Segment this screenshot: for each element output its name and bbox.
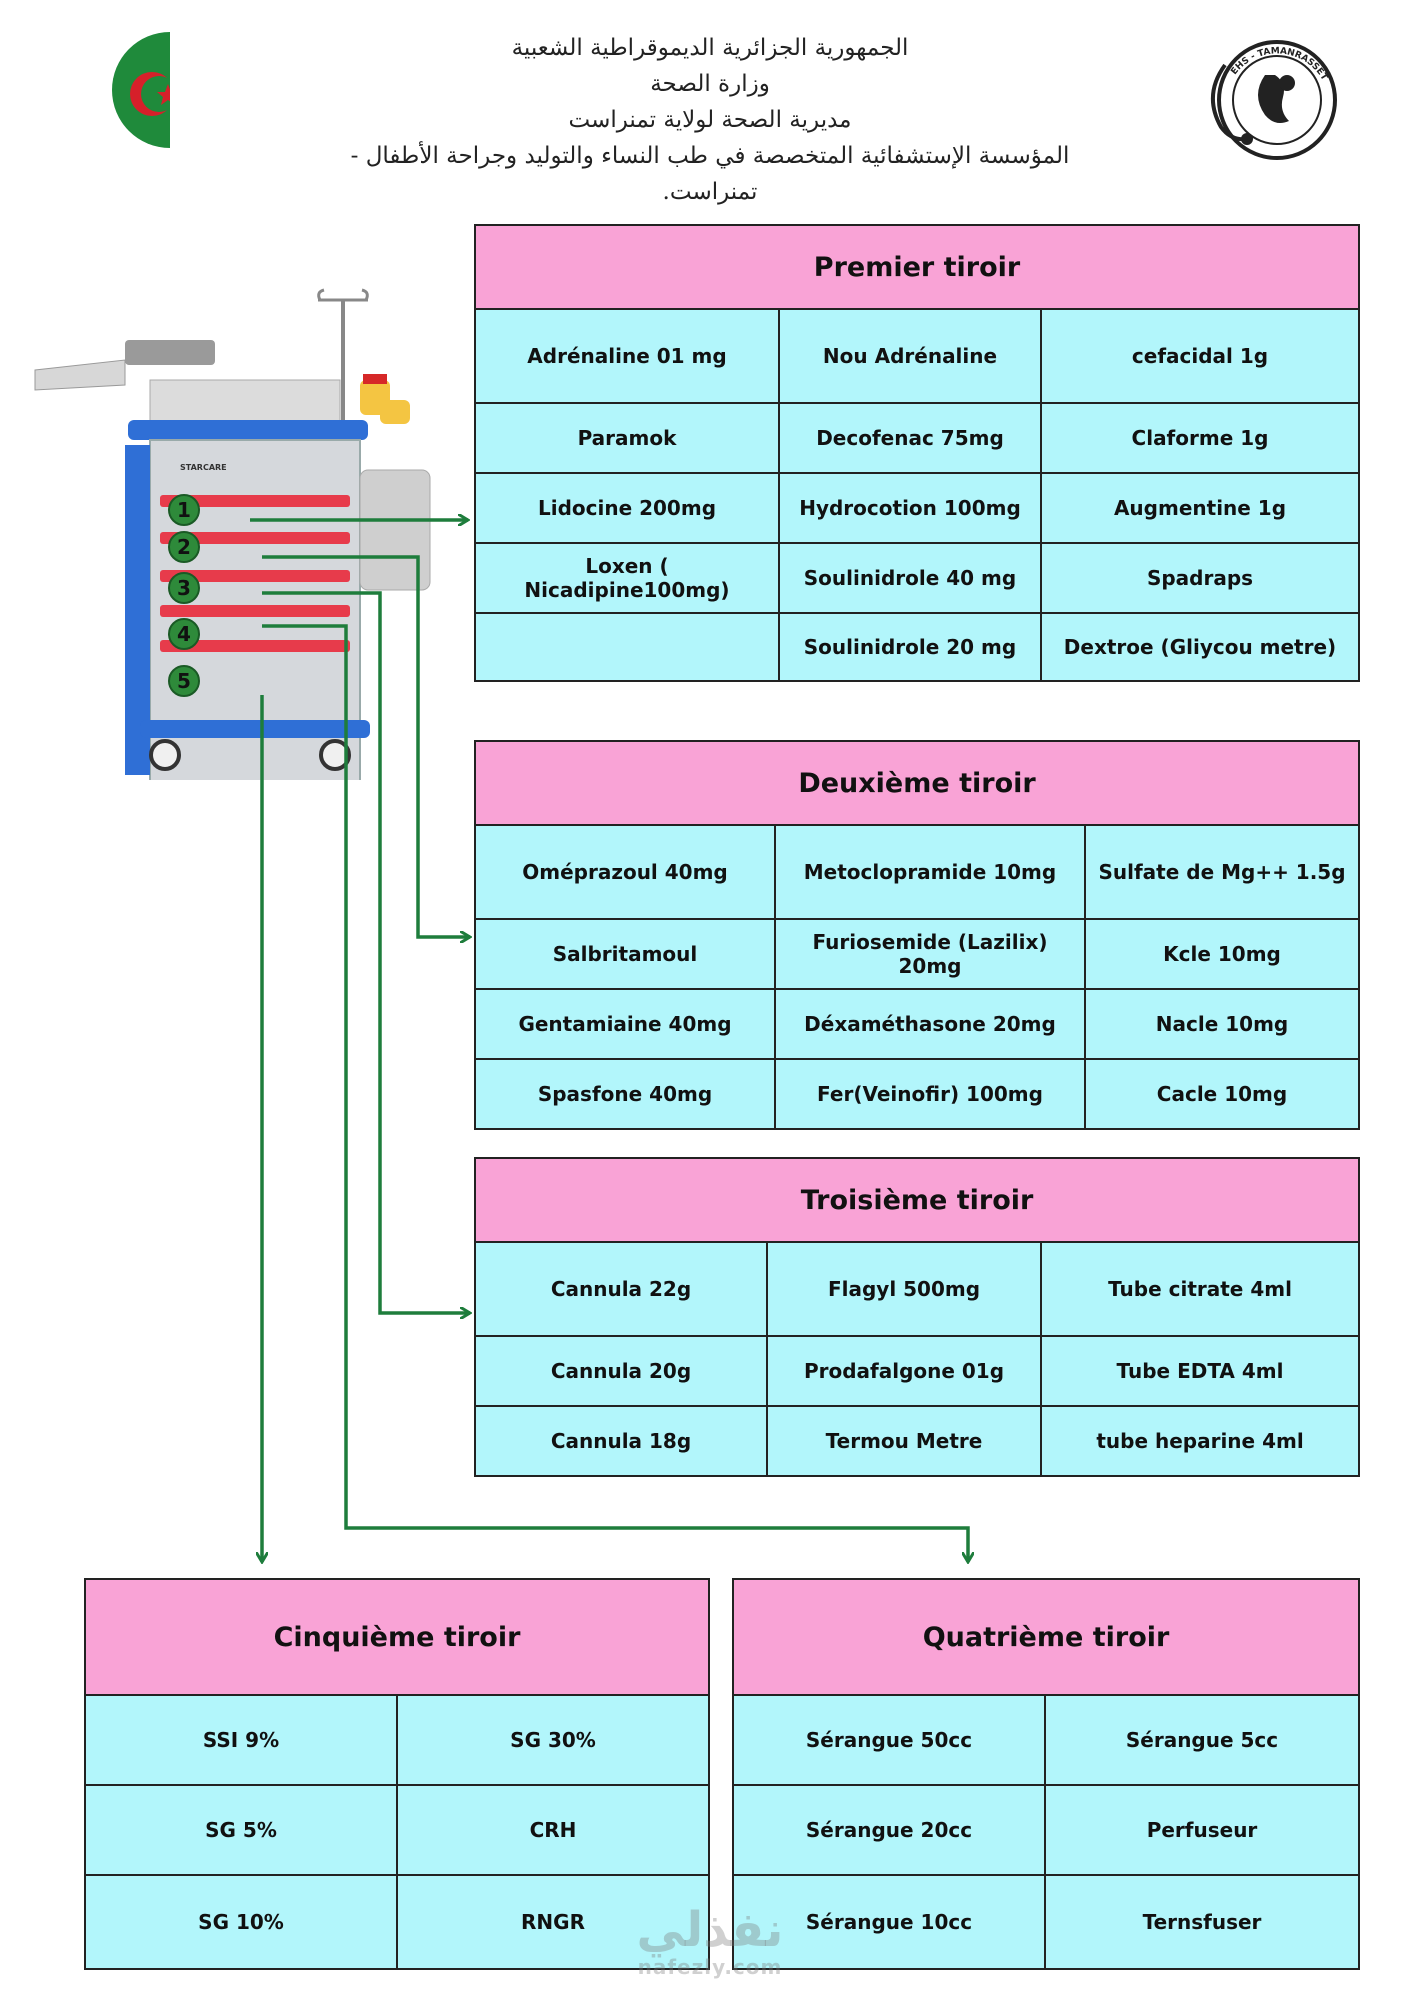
drawer-1-item: Spadraps xyxy=(1039,542,1361,614)
drawer-2-item: Fer(Veinofir) 100mg xyxy=(774,1058,1086,1130)
drawer-3-item: Tube EDTA 4ml xyxy=(1039,1335,1361,1407)
drawer-2-item: Salbritamoul xyxy=(474,918,776,990)
drawer-1-item: Decofenac 75mg xyxy=(778,402,1042,474)
drawer-3-item: Cannula 20g xyxy=(474,1335,768,1407)
drawer-number-badge-2: 2 xyxy=(168,531,200,563)
drawer-5-item: SG 30% xyxy=(395,1694,711,1786)
drawer-5-item: SG 5% xyxy=(84,1784,398,1876)
drawer-2-table: Deuxième tiroir Oméprazoul 40mg Metoclop… xyxy=(473,740,1361,1130)
drawer-2-item: Oméprazoul 40mg xyxy=(474,824,776,920)
drawer-5-title: Cinquième tiroir xyxy=(83,1578,711,1696)
svg-text:2: 2 xyxy=(177,535,191,559)
drawer-2-item: Sulfate de Mg++ 1.5g xyxy=(1083,824,1361,920)
drawer-1-item: Lidocine 200mg xyxy=(474,472,780,544)
drawer-5-item: RNGR xyxy=(395,1874,711,1970)
watermark: نفذلي nafezly.com xyxy=(600,1905,820,1979)
drawer-1-item: Soulinidrole 40 mg xyxy=(778,542,1042,614)
drawer-1-item: cefacidal 1g xyxy=(1039,308,1361,404)
drawer-1-item xyxy=(474,612,780,682)
drawer-number-badge-1: 1 xyxy=(168,494,200,526)
watermark-latin: nafezly.com xyxy=(637,1955,783,1979)
drawer-1-table: Premier tiroir Adrénaline 01 mg Nou Adré… xyxy=(473,224,1361,682)
drawer-2-item: Nacle 10mg xyxy=(1083,988,1361,1060)
header-line-ministry: وزارة الصحة xyxy=(650,71,770,97)
drawer-5-item: SSI 9% xyxy=(84,1694,398,1786)
drawer-1-item: Hydrocotion 100mg xyxy=(778,472,1042,544)
drawer-3-item: Cannula 18g xyxy=(474,1405,768,1477)
drawer-4-item: Sérangue 5cc xyxy=(1043,1694,1361,1786)
drawer-1-item: Dextroe (Gliycou metre) xyxy=(1039,612,1361,682)
drawer-1-item: Paramok xyxy=(474,402,780,474)
drawer-4-table: Quatrième tiroir Sérangue 50cc Sérangue … xyxy=(731,1578,1361,1970)
drawer-2-item: Gentamiaine 40mg xyxy=(474,988,776,1060)
drawer-4-item: Sérangue 20cc xyxy=(732,1784,1046,1876)
drawer-1-item: Nou Adrénaline xyxy=(778,308,1042,404)
algeria-flag-icon xyxy=(112,32,170,148)
drawer-3-item: Tube citrate 4ml xyxy=(1039,1241,1361,1337)
drawer-2-item: Furiosemide (Lazilix) 20mg xyxy=(774,918,1086,990)
drawer-4-item: Sérangue 50cc xyxy=(732,1694,1046,1786)
trolley-brand: STARCARE xyxy=(180,463,227,472)
drawer-2-title: Deuxième tiroir xyxy=(473,740,1361,826)
svg-text:3: 3 xyxy=(177,576,191,600)
header-line-republic: الجمهورية الجزائرية الديموقراطية الشعبية xyxy=(511,35,909,61)
svg-text:5: 5 xyxy=(177,669,191,693)
svg-text:4: 4 xyxy=(177,622,191,646)
drawer-number-badge-4: 4 xyxy=(168,618,200,650)
header-line-institution: المؤسسة الإستشفائية المتخصصة في طب النسا… xyxy=(350,143,1070,205)
svg-text:1: 1 xyxy=(177,498,191,522)
drawer-3-item: tube heparine 4ml xyxy=(1039,1405,1361,1477)
drawer-5-item: SG 10% xyxy=(84,1874,398,1970)
drawer-2-item: Déxaméthasone 20mg xyxy=(774,988,1086,1060)
drawer-1-title: Premier tiroir xyxy=(473,224,1361,310)
drawer-3-item: Cannula 22g xyxy=(474,1241,768,1337)
drawer-2-item: Metoclopramide 10mg xyxy=(774,824,1086,920)
drawer-4-item: Ternsfuser xyxy=(1043,1874,1361,1970)
drawer-2-item: Spasfone 40mg xyxy=(474,1058,776,1130)
hospital-logo: EHS - TAMANRASSET xyxy=(1210,40,1337,160)
drawer-1-item: Loxen ( Nicadipine100mg) xyxy=(474,542,780,614)
drawer-1-item: Claforme 1g xyxy=(1039,402,1361,474)
drawer-number-badge-5: 5 xyxy=(168,665,200,697)
emergency-trolley-image: STARCARE 1 2 3 4 5 xyxy=(34,288,431,780)
drawer-4-item: Sérangue 10cc xyxy=(732,1874,1046,1970)
drawer-5-table: Cinquième tiroir SSI 9% SG 30% SG 5% CRH… xyxy=(83,1578,711,1970)
drawer-4-item: Perfuseur xyxy=(1043,1784,1361,1876)
drawer-3-item: Termou Metre xyxy=(766,1405,1042,1477)
drawer-3-table: Troisième tiroir Cannula 22g Flagyl 500m… xyxy=(473,1157,1361,1477)
header-line-directorate: مديرية الصحة لولاية تمنراست xyxy=(568,107,852,133)
drawer-2-item: Cacle 10mg xyxy=(1083,1058,1361,1130)
header-block: الجمهورية الجزائرية الديموقراطية الشعبية… xyxy=(330,30,1090,210)
drawer-3-item: Flagyl 500mg xyxy=(766,1241,1042,1337)
drawer-4-title: Quatrième tiroir xyxy=(731,1578,1361,1696)
drawer-3-item: Prodafalgone 01g xyxy=(766,1335,1042,1407)
drawer-3-title: Troisième tiroir xyxy=(473,1157,1361,1243)
drawer-1-item: Soulinidrole 20 mg xyxy=(778,612,1042,682)
drawer-2-item: Kcle 10mg xyxy=(1083,918,1361,990)
watermark-arabic: نفذلي xyxy=(636,1902,784,1958)
drawer-5-item: CRH xyxy=(395,1784,711,1876)
drawer-1-item: Adrénaline 01 mg xyxy=(474,308,780,404)
drawer-number-badge-3: 3 xyxy=(168,572,200,604)
drawer-1-item: Augmentine 1g xyxy=(1039,472,1361,544)
